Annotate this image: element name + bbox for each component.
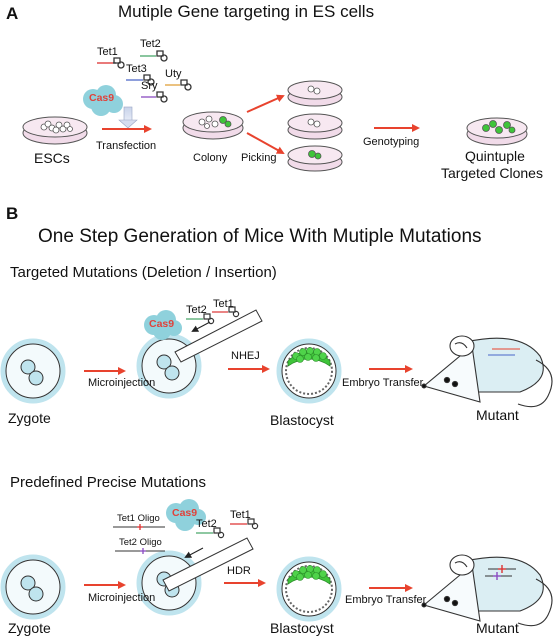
- clones-dish: [466, 117, 528, 146]
- row2-gene-tet2: Tet2: [196, 518, 217, 530]
- clones-label-line1: Quintuple: [465, 148, 525, 164]
- hdr-label: HDR: [227, 565, 251, 577]
- panel-a-letter: A: [6, 4, 19, 23]
- cas9-label-b1: Cas9: [149, 318, 175, 330]
- picked-dish-3: [287, 145, 343, 172]
- transfection-label: Transfection: [96, 140, 157, 152]
- row1-microinjection-label: Microinjection: [88, 377, 156, 389]
- nhej-label: NHEJ: [231, 350, 260, 362]
- zygote-1: [0, 338, 66, 404]
- gene-label-tet3: Tet3: [126, 63, 147, 75]
- colony-dish: [182, 111, 244, 140]
- sgrna-tet1: [97, 57, 125, 69]
- panel-a-title: Mutiple Gene targeting in ES cells: [118, 2, 375, 21]
- cas9-blob-b1: [144, 310, 182, 340]
- escs-label: ESCs: [34, 150, 70, 166]
- mouse-1: [421, 335, 553, 408]
- gene-label-tet1: Tet1: [97, 46, 118, 58]
- row2-microinjection-label: Microinjection: [88, 592, 156, 604]
- cas9-blob-a: [83, 85, 123, 116]
- oligo-line-2: [115, 548, 165, 554]
- picking-arrow-up: [246, 94, 285, 113]
- oligo2-label: Tet2 Oligo: [119, 537, 162, 548]
- zygote-2: [0, 554, 66, 620]
- row1-heading: Targeted Mutations (Deletion / Insertion…: [10, 264, 277, 281]
- cas9-label-a: Cas9: [89, 92, 115, 104]
- picked-dish-2: [287, 113, 343, 140]
- picked-dish-1: [287, 80, 343, 107]
- cas9-blob-b2: [166, 499, 206, 531]
- row1-zygote-label: Zygote: [8, 410, 51, 426]
- row2-heading: Predefined Precise Mutations: [10, 474, 206, 491]
- gene-label-sry: Sry: [141, 80, 158, 92]
- injection-needle-2: [162, 537, 254, 592]
- colony-label: Colony: [193, 152, 228, 164]
- blastocyst-1: [276, 338, 342, 404]
- oligo1-label: Tet1 Oligo: [117, 513, 160, 524]
- blastocyst-2: [276, 556, 342, 622]
- row1-gene-tet1: Tet1: [213, 298, 234, 310]
- sgrna-sry: [141, 91, 168, 103]
- mouse-2: [421, 554, 553, 627]
- clones-label-line2: Targeted Clones: [441, 165, 543, 181]
- row1-gene-tet2: Tet2: [186, 304, 207, 316]
- injection-needle-1: [174, 309, 263, 363]
- genotyping-label: Genotyping: [363, 136, 420, 148]
- row1-mutant-label: Mutant: [476, 407, 519, 423]
- picking-arrow-down: [246, 132, 285, 154]
- row2-embryo-transfer-label: Embryo Transfer: [345, 594, 427, 606]
- sgrna-pair-b2: [196, 518, 259, 539]
- sgrna-tet3: [126, 74, 155, 86]
- sgrna-uty: [165, 79, 192, 91]
- row2-blastocyst-label: Blastocyst: [270, 620, 334, 636]
- row2-zygote-label: Zygote: [8, 620, 51, 636]
- escs-dish: [22, 116, 88, 145]
- row1-blastocyst-label: Blastocyst: [270, 412, 334, 428]
- row1-embryo-transfer-label: Embryo Transfer: [342, 377, 424, 389]
- gene-label-tet2: Tet2: [140, 38, 161, 50]
- sgrna-tet2: [140, 50, 168, 62]
- panel-b-title: One Step Generation of Mice With Mutiple…: [38, 226, 482, 247]
- gene-label-uty: Uty: [165, 68, 182, 80]
- panel-b-letter: B: [6, 204, 19, 223]
- row2-gene-tet1: Tet1: [230, 509, 251, 521]
- row2-mutant-label: Mutant: [476, 620, 519, 636]
- down-arrow: [118, 106, 138, 129]
- oligo-line-1: [113, 524, 165, 530]
- sgrna-pair-b1: [186, 306, 240, 325]
- picking-label: Picking: [241, 152, 277, 164]
- cas9-label-b2: Cas9: [172, 507, 198, 519]
